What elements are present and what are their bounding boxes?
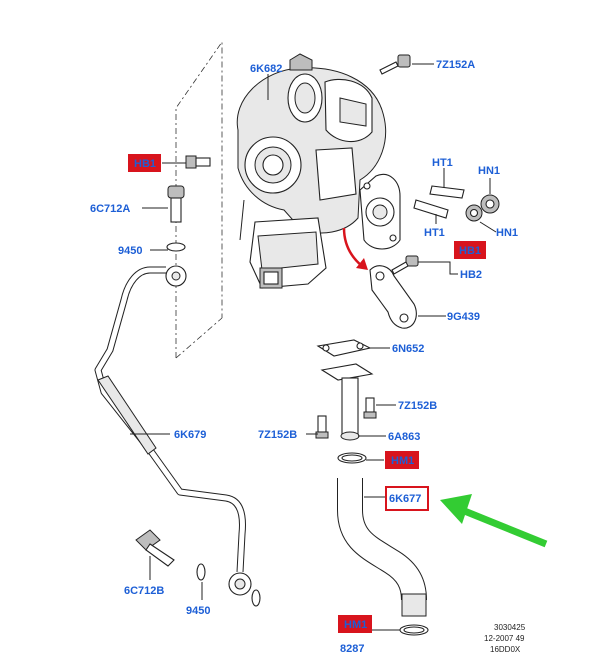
stud-HT1-top[interactable] bbox=[429, 185, 465, 199]
bolt-HB1-left[interactable] bbox=[185, 155, 211, 169]
turbocharger-6K682[interactable] bbox=[236, 53, 401, 289]
gasket-6N652[interactable] bbox=[316, 339, 372, 357]
clamp-HM1-top[interactable] bbox=[337, 452, 367, 464]
label-HB1-left: HB1 bbox=[134, 158, 156, 170]
highlight-HM1-bottom bbox=[338, 615, 372, 633]
outline-6K677 bbox=[385, 486, 429, 511]
label-8287: 8287 bbox=[340, 643, 364, 655]
green-indicator-arrow bbox=[440, 494, 548, 548]
bolt-7Z152B-right[interactable] bbox=[363, 397, 377, 419]
part-labels: 6K682 7Z152A HB1 HT1 HN1 HT1 HN1 6C712A … bbox=[90, 59, 518, 655]
bolt-HB1-right[interactable] bbox=[391, 255, 419, 275]
label-6N652: 6N652 bbox=[392, 343, 424, 355]
dash-frame bbox=[175, 40, 223, 359]
red-direction-arrow bbox=[342, 227, 368, 270]
label-6A863: 6A863 bbox=[388, 431, 420, 443]
label-HM1-top: HM1 bbox=[391, 455, 414, 467]
reference-block: 3030425 12-2007 49 16DD0X bbox=[484, 623, 526, 654]
oil-return-tube-6A863[interactable] bbox=[320, 363, 374, 441]
label-HT1-top: HT1 bbox=[432, 157, 453, 169]
bolt-7Z152B-left[interactable] bbox=[315, 415, 329, 439]
label-HM1-bottom: HM1 bbox=[344, 619, 367, 631]
label-6K677: 6K677 bbox=[389, 493, 421, 505]
label-9G439: 9G439 bbox=[447, 311, 480, 323]
washer-9450-top[interactable] bbox=[166, 242, 186, 252]
banjo-bolt-6C712B[interactable] bbox=[135, 529, 175, 567]
label-9450-bottom: 9450 bbox=[186, 605, 210, 617]
nut-HN1-top[interactable] bbox=[480, 194, 500, 214]
washer-9450-bottom[interactable] bbox=[196, 563, 261, 607]
highlight-HB1-right bbox=[454, 241, 486, 259]
clamp-HM1-bottom[interactable] bbox=[399, 624, 429, 636]
label-HB2: HB2 bbox=[460, 269, 482, 281]
highlight-boxes bbox=[128, 154, 486, 633]
highlight-HM1-top bbox=[385, 451, 419, 469]
label-7Z152A: 7Z152A bbox=[436, 59, 475, 71]
label-HT1-bottom: HT1 bbox=[424, 227, 445, 239]
bolt-7Z152A[interactable] bbox=[379, 54, 411, 75]
label-7Z152B-right: 7Z152B bbox=[398, 400, 437, 412]
label-6C712A: 6C712A bbox=[90, 203, 130, 215]
stud-HT1-bottom[interactable] bbox=[413, 199, 449, 219]
reference-line-2: 12-2007 49 bbox=[484, 634, 525, 643]
label-6K682: 6K682 bbox=[250, 63, 282, 75]
highlight-HB1-left bbox=[128, 154, 161, 172]
banjo-bolt-6C712A[interactable] bbox=[167, 185, 185, 223]
label-9450-top: 9450 bbox=[118, 245, 142, 257]
label-6C712B: 6C712B bbox=[124, 585, 164, 597]
label-HN1-top: HN1 bbox=[478, 165, 500, 177]
reference-line-1: 3030425 bbox=[494, 623, 526, 632]
reference-line-3: 16DD0X bbox=[490, 645, 521, 654]
leader-lines bbox=[130, 63, 497, 631]
bracket-9G439[interactable] bbox=[369, 265, 417, 329]
hose-6K677[interactable] bbox=[337, 478, 427, 617]
label-HB1-right: HB1 bbox=[459, 245, 481, 257]
nut-HN1-bottom[interactable] bbox=[465, 204, 483, 222]
label-7Z152B-left: 7Z152B bbox=[258, 429, 297, 441]
label-6K679: 6K679 bbox=[174, 429, 206, 441]
label-HN1-bottom: HN1 bbox=[496, 227, 518, 239]
